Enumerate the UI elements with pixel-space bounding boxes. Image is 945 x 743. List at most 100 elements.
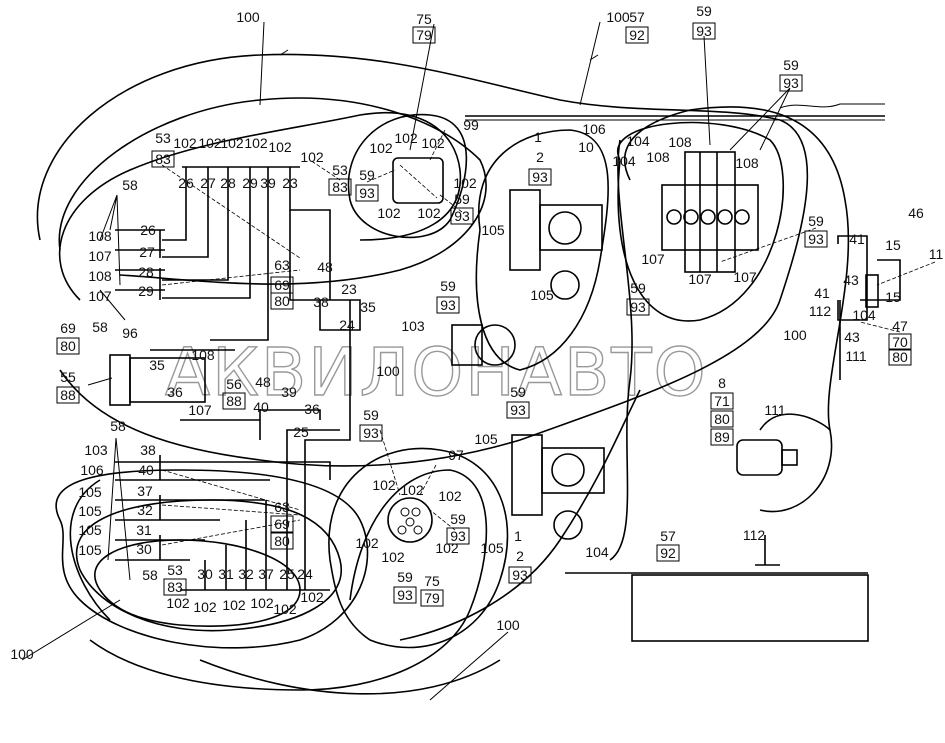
callout-label: 32 — [238, 566, 254, 582]
callout-label: 27 — [200, 175, 216, 191]
callout-label: 23 — [282, 175, 298, 191]
callout-label: 107 — [188, 402, 212, 418]
callout-label: 59 — [359, 167, 375, 183]
callout-label: 39 — [260, 175, 276, 191]
callout-label: 102 — [173, 135, 197, 151]
callout-label: 59 — [363, 407, 379, 423]
callout-label: 24 — [339, 317, 355, 333]
hydraulic-motor — [736, 439, 798, 476]
label-box — [420, 589, 444, 607]
label-box — [779, 74, 803, 92]
callout-label: 36 — [304, 401, 320, 417]
callout-label: 102 — [394, 130, 418, 146]
callout-label: 26 — [140, 222, 156, 238]
callout-label: 83 — [332, 179, 348, 195]
callout-label: 100 — [606, 9, 630, 25]
callout-label: 35 — [360, 299, 376, 315]
callout-label: 59 — [440, 278, 456, 294]
callout-label: 102 — [250, 595, 274, 611]
callout-label: 80 — [60, 338, 76, 354]
callout-label: 102 — [381, 549, 405, 565]
callout-label: 83 — [155, 151, 171, 167]
callout-label: 31 — [136, 522, 152, 538]
callout-label: 107 — [88, 248, 112, 264]
label-box — [393, 586, 417, 604]
callout-label: 41 — [849, 231, 865, 247]
callout-label: 59 — [630, 280, 646, 296]
callout-label: 100 — [236, 9, 260, 25]
callout-label: 24 — [297, 566, 313, 582]
callout-label: 93 — [450, 528, 466, 544]
callout-label: 88 — [226, 393, 242, 409]
callout-label: 41 — [814, 285, 830, 301]
callout-label: 59 — [397, 569, 413, 585]
callout-label: 39 — [281, 384, 297, 400]
callout-label: 29 — [138, 283, 154, 299]
callout-label: 93 — [397, 587, 413, 603]
callout-label: 102 — [377, 205, 401, 221]
callout-label: 35 — [149, 357, 165, 373]
callout-label: 106 — [582, 121, 606, 137]
callout-label: 105 — [78, 522, 102, 538]
callout-label: 102 — [400, 482, 424, 498]
callout-label: 111 — [764, 402, 785, 418]
callout-label: 69 — [274, 516, 290, 532]
callout-label: 88 — [60, 387, 76, 403]
label-box — [626, 298, 650, 316]
callout-label: 27 — [139, 244, 155, 260]
label-box — [710, 410, 734, 428]
callout-label: 37 — [258, 566, 274, 582]
pump-top — [509, 189, 603, 300]
callout-label: 23 — [341, 281, 357, 297]
callout-label: 40 — [253, 399, 269, 415]
callout-label: 30 — [136, 541, 152, 557]
callout-label: 105 — [530, 287, 554, 303]
callout-label: 104 — [612, 153, 636, 169]
callout-label: 107 — [733, 269, 757, 285]
label-box — [270, 532, 294, 550]
label-box — [412, 26, 436, 44]
callout-label: 71 — [714, 393, 730, 409]
callout-label: 102 — [453, 175, 477, 191]
callout-label: 57 — [629, 9, 645, 25]
callout-label: 104 — [585, 544, 609, 560]
callout-label: 108 — [191, 347, 215, 363]
callout-label: 102 — [369, 140, 393, 156]
callout-label: 102 — [273, 601, 297, 617]
callout-label: 93 — [532, 169, 548, 185]
oil-cooler — [451, 324, 516, 366]
label-box — [710, 428, 734, 446]
callout-label: 55 — [60, 369, 76, 385]
callout-label: 100 — [496, 617, 520, 633]
callout-label: 112 — [809, 303, 832, 319]
callout-label: 43 — [843, 272, 859, 288]
callout-label: 80 — [892, 349, 908, 365]
filter — [865, 274, 879, 308]
callout-label: 108 — [735, 155, 759, 171]
label-box — [56, 337, 80, 355]
callout-label: 57 — [660, 528, 676, 544]
callout-label: 53 — [332, 162, 348, 178]
callout-label: 46 — [908, 205, 924, 221]
label-box — [506, 401, 530, 419]
label-box — [710, 392, 734, 410]
callout-label: 69 — [60, 320, 76, 336]
callout-label: 105 — [78, 542, 102, 558]
callout-label: 104 — [852, 307, 876, 323]
callout-label: 102 — [355, 535, 379, 551]
callout-label: 93 — [510, 402, 526, 418]
callout-label: 97 — [448, 447, 464, 463]
callout-label: 25 — [279, 566, 295, 582]
callout-label: 100 — [376, 363, 400, 379]
label-box — [888, 333, 912, 351]
callout-label: 28 — [220, 175, 236, 191]
watermark-text: АКВИЛОНАВТО — [165, 334, 708, 411]
callout-label: 48 — [255, 374, 271, 390]
callout-label: 80 — [274, 533, 290, 549]
callout-label: 8 — [718, 375, 726, 391]
callout-label: 28 — [138, 264, 154, 280]
callout-label: 2 — [536, 149, 544, 165]
callout-label: 89 — [714, 429, 730, 445]
callout-label: 99 — [463, 117, 479, 133]
